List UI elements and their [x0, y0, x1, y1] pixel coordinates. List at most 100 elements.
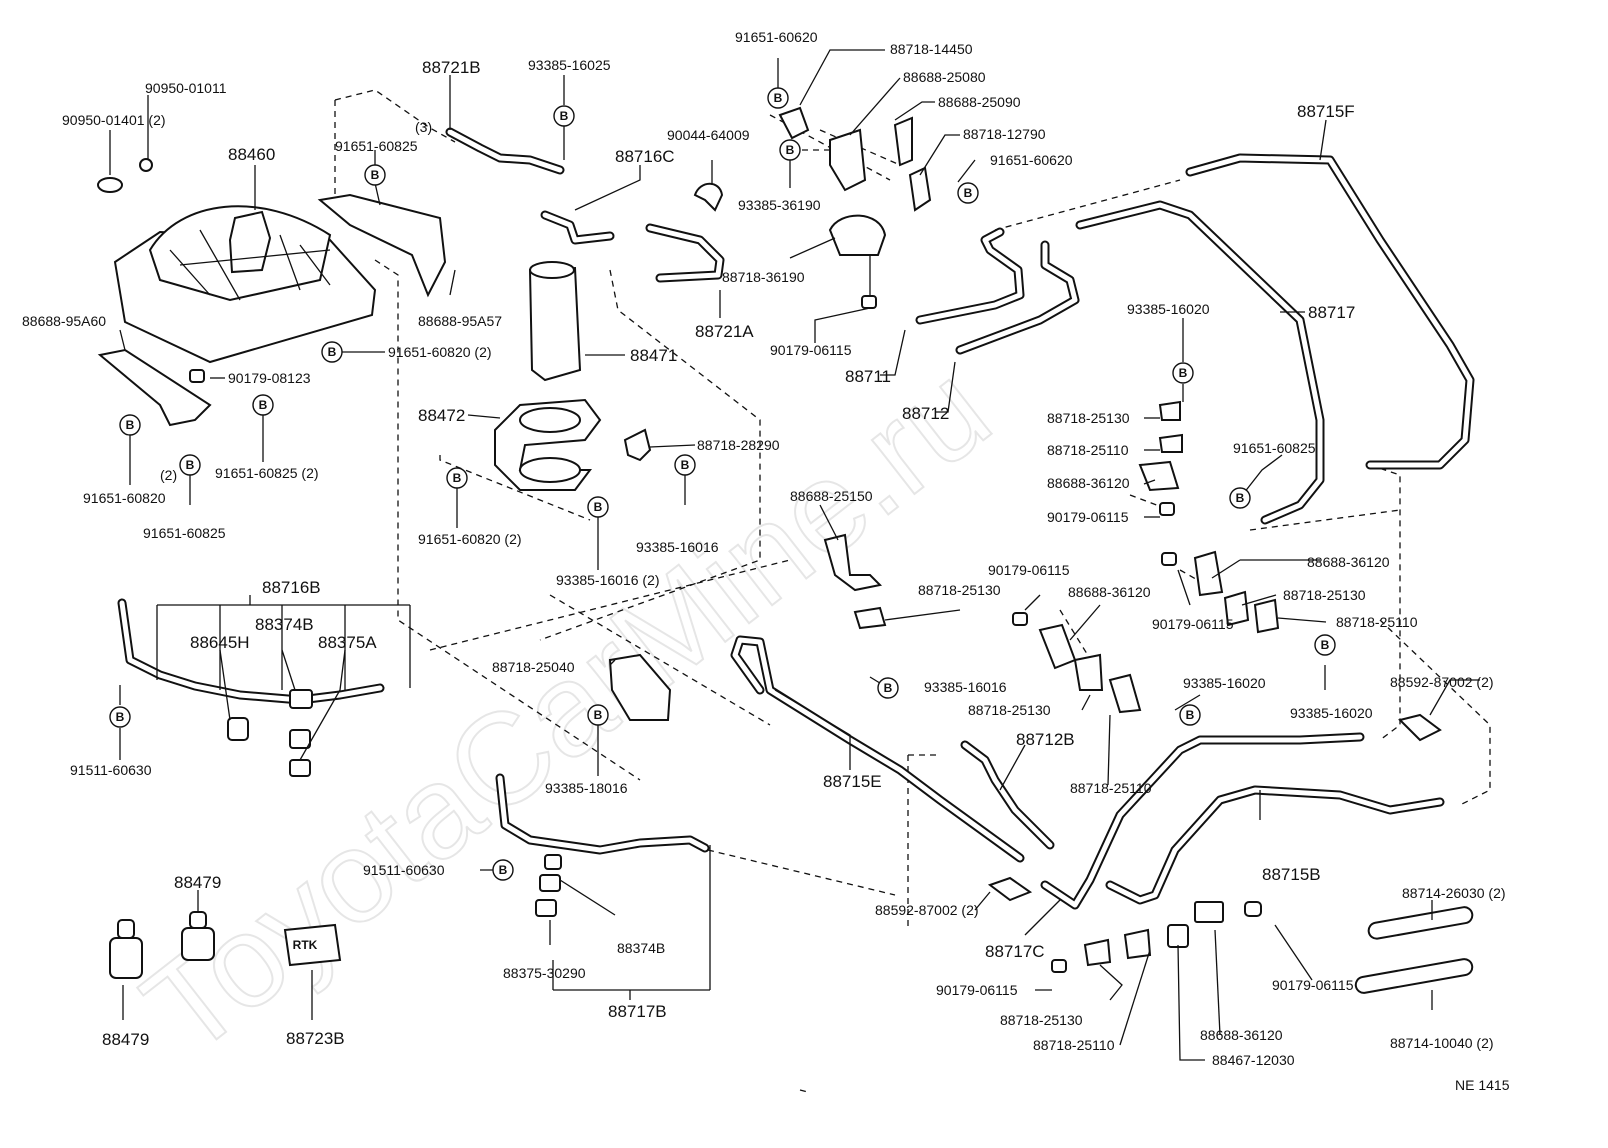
clamp-88718-25130-e — [1083, 938, 1112, 967]
label-91651-60825-a: 91651-60825 — [335, 138, 418, 154]
svg-text:B: B — [453, 471, 462, 485]
bolt-marker-91651-60620-top: B — [767, 87, 789, 109]
label-88717c: 88717C — [985, 942, 1045, 961]
label-88718-28290: 88718-28290 — [697, 437, 780, 453]
label-93385-16016-a: 93385-16016 — [636, 539, 719, 555]
bolt-marker-91511-60630-b: B — [492, 859, 514, 881]
label-88592-87002-b: 88592-87002 (2) — [875, 902, 979, 918]
label-88717b: 88717B — [608, 1002, 667, 1021]
label-90179-06115-f: 90179-06115 — [1272, 977, 1354, 993]
label-90179-06115-e: 90179-06115 — [936, 982, 1018, 998]
clamp-88718-28290 — [623, 428, 652, 462]
label-90044-64009: 90044-64009 — [667, 127, 750, 143]
label-91651-60620-r: 91651-60620 — [990, 152, 1073, 168]
clamp-88718-14450 — [778, 106, 810, 140]
label-88721a: 88721A — [695, 322, 754, 341]
svg-text:B: B — [884, 681, 893, 695]
protector-88714-26030 — [1367, 906, 1474, 940]
label-88592-87002-a: 88592-87002 (2) — [1390, 674, 1494, 690]
svg-text:B: B — [328, 345, 337, 359]
label-88688-36120-b: 88688-36120 — [1068, 584, 1151, 600]
bracket-88718-25040 — [608, 653, 672, 721]
label-2: (2) — [160, 467, 177, 483]
label-88688-95a57: 88688-95A57 — [418, 313, 502, 329]
svg-text:B: B — [186, 458, 195, 472]
svg-text:B: B — [1179, 366, 1188, 380]
svg-text:B: B — [116, 710, 125, 724]
label-93385-36190: 93385-36190 — [738, 197, 821, 213]
bracket-88688-25150 — [823, 533, 883, 592]
label-90950-01011: 90950-01011 — [145, 80, 227, 96]
bolt-marker-91651-60825-a: B — [364, 164, 386, 186]
part-labels: 88721B 93385-16025 91651-60620 88718-144… — [22, 29, 1510, 1093]
label-88374b-b: 88374B — [617, 940, 665, 956]
bolt-marker-91651-60825-b: B — [179, 454, 201, 476]
label-90179-06115-a: 90179-06115 — [770, 342, 852, 358]
label-88467-12030: 88467-12030 — [1212, 1052, 1295, 1068]
label-88717: 88717 — [1308, 303, 1355, 322]
label-88718-25110-c: 88718-25110 — [1070, 780, 1152, 796]
label-88718-25110-a: 88718-25110 — [1047, 442, 1129, 458]
label-88374b-a: 88374B — [255, 615, 314, 634]
clamp-90044-64009 — [693, 182, 724, 212]
label-91651-60825-b: 91651-60825 — [143, 525, 226, 541]
clamp-88718-25110-b — [1108, 673, 1142, 714]
label-91651-60820-a: 91651-60820 — [83, 490, 166, 506]
svg-text:B: B — [371, 168, 380, 182]
bolt-marker-93385-16020-b: B — [1314, 634, 1336, 656]
bolt-marker-93385-16016-2: B — [587, 496, 609, 518]
svg-text:B: B — [774, 91, 783, 105]
label-90950-01401: 90950-01401 (2) — [62, 112, 166, 128]
label-88718-25130-c: 88718-25130 — [1283, 587, 1366, 603]
label-88645h: 88645H — [190, 633, 250, 652]
label-93385-16020-a: 93385-16020 — [1127, 301, 1210, 317]
bolt-marker-91651-60820-2b: B — [446, 467, 468, 489]
label-91651-60820-2b: 91651-60820 (2) — [418, 531, 522, 547]
label-88715b: 88715B — [1262, 865, 1321, 884]
label-91651-60825-c: 91651-60825 — [1233, 440, 1316, 456]
label-88471: 88471 — [630, 346, 677, 365]
parts: RTK — [97, 106, 1474, 994]
bracket-88688-25090 — [893, 116, 913, 167]
label-88714-26030: 88714-26030 (2) — [1402, 885, 1506, 901]
condenser-fan-unit — [97, 193, 447, 427]
label-88716b: 88716B — [262, 578, 321, 597]
svg-text:B: B — [499, 863, 508, 877]
clamp-88718-25110-d — [1123, 928, 1152, 960]
bracket-88472 — [494, 398, 602, 491]
label-88688-25090: 88688-25090 — [938, 94, 1021, 110]
bolt-marker-91511-60630-a: B — [109, 706, 131, 728]
clamp-88718-25130-c — [1073, 653, 1104, 691]
label-88479-b: 88479 — [102, 1030, 149, 1049]
caution-label-text: RTK — [293, 938, 318, 952]
pressure-relief-88479-b — [109, 919, 143, 979]
label-88472: 88472 — [418, 406, 465, 425]
svg-text:B: B — [786, 143, 795, 157]
label-88711: 88711 — [845, 367, 891, 386]
bolt-marker-91651-60825-c: B — [1229, 487, 1251, 509]
label-88715f: 88715F — [1297, 102, 1355, 121]
pressure-relief-88479-a — [181, 911, 215, 961]
label-91651-60820-2a: 91651-60820 (2) — [388, 344, 492, 360]
label-93385-16020-b: 93385-16020 — [1183, 675, 1266, 691]
refrigerant-tubes — [117, 127, 1475, 910]
svg-text:B: B — [594, 500, 603, 514]
bolt-marker-93385-16025: B — [553, 105, 575, 127]
bracket-88688-36120-c — [1193, 550, 1224, 597]
clamp-88718-25110-c — [1253, 598, 1280, 634]
clamp-88718-25130-b — [853, 606, 887, 630]
bracket-88688-36120-a — [1138, 460, 1180, 492]
label-3: (3) — [415, 119, 432, 135]
svg-text:B: B — [964, 186, 973, 200]
nut-90179-06115-f — [1244, 901, 1262, 917]
bolt-marker-93385-36190: B — [779, 139, 801, 161]
leader-lines — [109, 49, 1480, 1061]
label-88718-25040: 88718-25040 — [492, 659, 575, 675]
label-88375-30290: 88375-30290 — [503, 965, 586, 981]
label-88718-25130-a: 88718-25130 — [1047, 410, 1130, 426]
label-93385-16020-c: 93385-16020 — [1290, 705, 1373, 721]
label-88715e: 88715E — [823, 772, 882, 791]
label-91511-60630-a: 91511-60630 — [70, 762, 152, 778]
bolt-marker-91651-60820-2a: B — [321, 341, 343, 363]
pressure-switch-88645h — [227, 689, 313, 777]
